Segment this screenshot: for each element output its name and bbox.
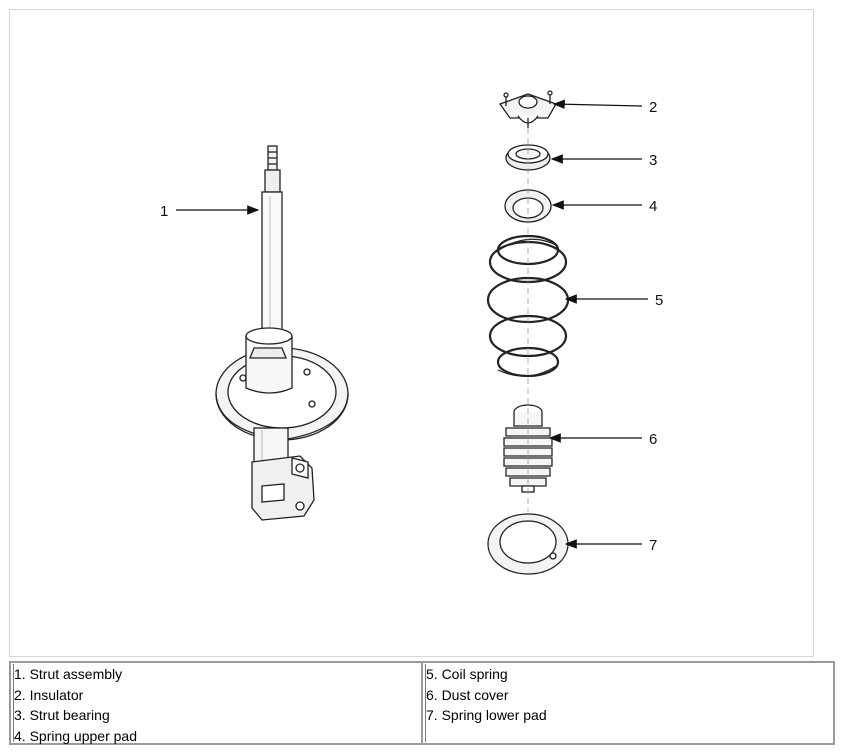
legend-item-strut-bearing: 3. Strut bearing — [14, 707, 110, 723]
callout-number-1: 1 — [160, 203, 168, 220]
diagram-frame — [9, 9, 814, 657]
spring-upper-pad — [504, 189, 552, 223]
legend-item-insulator: 2. Insulator — [14, 686, 84, 703]
coil-spring — [486, 234, 570, 378]
strut-exploded-diagram: 1 2 3 4 5 6 7 — [160, 90, 663, 575]
insulator — [498, 90, 557, 128]
callout-number-3: 3 — [649, 152, 657, 169]
spring-lower-pad — [487, 513, 569, 575]
legend-column-right: 5. Coil spring 6. Dust cover 7. Spring l… — [423, 663, 833, 743]
legend-item-dust-cover: 6. Dust cover — [426, 686, 509, 703]
legend-item-strut-assembly: 1. Strut assembly — [14, 666, 123, 682]
legend-item-spring-lower-pad: 7. Spring lower pad — [426, 707, 547, 723]
callout-number-2: 2 — [649, 99, 657, 116]
legend-item-spring-upper-pad: 4. Spring upper pad — [14, 727, 137, 744]
callout-number-4: 4 — [649, 198, 657, 215]
parts-legend-table: 1. Strut assembly 2. Insulator 3. Strut … — [9, 661, 835, 745]
callout-number-5: 5 — [655, 292, 663, 309]
legend-column-left: 1. Strut assembly 2. Insulator 3. Strut … — [11, 663, 423, 744]
legend-item-coil-spring: 5. Coil spring — [426, 666, 508, 682]
callout-number-7: 7 — [649, 537, 657, 554]
callout-line-2 — [552, 99, 643, 110]
strut-assembly — [215, 145, 349, 521]
callout-lines — [176, 99, 648, 549]
callout-number-6: 6 — [649, 431, 657, 448]
